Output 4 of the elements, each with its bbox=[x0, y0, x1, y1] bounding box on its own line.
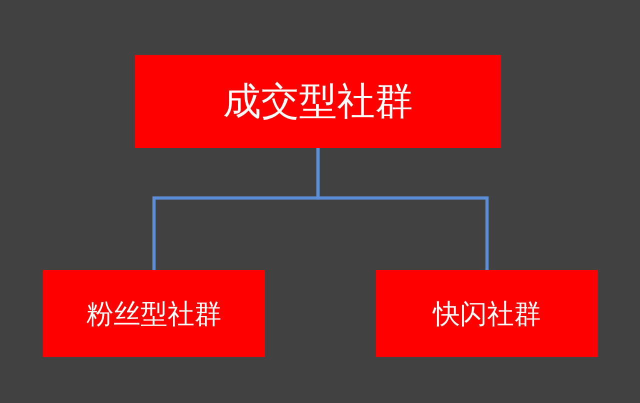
category-box: 成交型社群 bbox=[135, 55, 501, 148]
category-box: 粉丝型社群 bbox=[43, 270, 265, 357]
connector-line bbox=[316, 148, 489, 270]
category-box: 快闪社群 bbox=[376, 270, 598, 357]
